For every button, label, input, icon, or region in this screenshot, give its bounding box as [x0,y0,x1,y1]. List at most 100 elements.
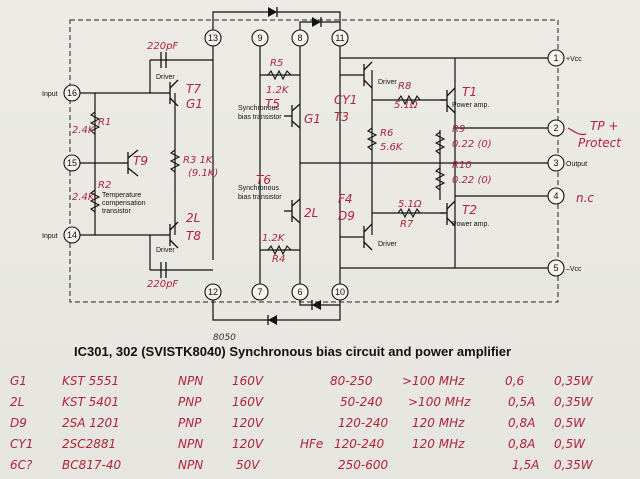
port-vcc-minus: –Vcc [566,266,582,273]
ann-r7-value: 5.1Ω [398,199,422,210]
table-row: G1 KST 5551 NPN 160V 80-250 >100 MHz 0,6… [0,374,640,394]
cell-code: CY1 [10,437,34,451]
cell-type: NPN [178,374,204,388]
cell-part: 2SC2881 [62,437,117,451]
ann-r7: R7 [400,219,414,230]
port-vcc-plus: +Vcc [566,56,582,63]
ann-r4: R4 [272,254,285,265]
label-driver-bottom: Driver [156,247,175,254]
cell-part: KST 5551 [62,374,120,388]
cell-gain: 50-240 [340,395,383,409]
pin-circle [63,154,81,172]
diode-top-2 [312,17,321,27]
cell-type: PNP [178,395,202,409]
cell-code: 2L [10,395,25,409]
pin-12: 12 [208,287,218,297]
ann-r6-value: 5.6K [380,142,404,153]
cell-voltage: 120V [232,416,264,430]
ann-r9-value: 0.22 (0) [452,139,492,150]
cell-ft: >100 MHz [402,374,465,388]
pin-circle [251,29,269,47]
protect-arrow [567,127,587,136]
ann-nc: n.c [576,191,594,205]
cell-hfe: HFe [300,437,324,451]
ann-r1-value: 2.4K [72,125,96,136]
diode-bottom-1 [268,315,277,325]
ann-t5: T5 [265,97,280,111]
ann-cy1: CY1 [334,93,357,107]
pin-circle [204,283,222,301]
cell-type: NPN [178,458,204,472]
pin-circle [63,226,81,244]
table-row: D9 2SA 1201 PNP 120V 120-240 120 MHz 0,8… [0,416,640,436]
cell-type: PNP [178,416,202,430]
pin-circle [251,283,269,301]
ann-r10: R10 [452,160,472,171]
cell-power: 0,5W [554,416,585,430]
ann-r4-value: 1.2K [262,233,286,244]
cell-power: 0,35W [554,458,593,472]
ann-r9: R9 [452,124,465,135]
cell-ic: 1,5A [512,458,540,472]
ann-r10-value: 0.22 (0) [452,175,492,186]
figure-caption: IC301, 302 (SVISTK8040) Synchronous bias… [74,344,512,359]
cell-voltage: 160V [232,374,264,388]
ann-t9: T9 [133,154,148,168]
pin-circle [204,29,222,47]
port-input-bottom: Input [42,233,58,240]
r6-resistor [366,127,378,151]
pin-16: 16 [67,88,77,98]
pin-circle [547,49,565,67]
pin-circle [547,259,565,277]
label-power-amp-bottom: Power amp. [452,221,489,228]
cell-power: 0,35W [554,374,593,388]
cell-code: G1 [10,374,27,388]
port-output: Output [566,161,587,168]
pin-13: 13 [208,33,218,43]
pin-10: 10 [335,287,345,297]
r8-resistor [397,94,421,106]
ann-r6: R6 [380,128,393,139]
ann-f4: F4 [338,192,353,206]
r5-resistor [267,69,292,81]
r3-resistor [169,149,181,173]
cell-ft: 120 MHz [412,437,465,451]
cell-code: D9 [10,416,27,430]
cell-ft: 120 MHz [412,416,465,430]
cell-type: NPN [178,437,204,451]
pin-circle [291,29,309,47]
cell-ic: 0,5A [508,395,536,409]
pin-7: 7 [257,287,262,297]
pin-circle [547,119,565,137]
ann-r5-value: 1.2K [266,85,290,96]
cell-part: KST 5401 [62,395,120,409]
r7-resistor [397,207,421,219]
pin-11: 11 [335,33,344,43]
port-input-top: Input [42,91,58,98]
ann-protect: Protect [578,136,622,150]
schematic-diagram: 16 15 14 13 9 8 11 1 2 3 4 5 12 7 6 10 I… [42,7,622,325]
pin-1: 1 [553,53,558,63]
cell-code: 6C? [10,458,33,472]
pin-circle [331,29,349,47]
cell-gain: 120-240 [338,416,389,430]
cell-voltage: 160V [232,395,264,409]
cell-part: BC817-40 [62,458,122,472]
pin-14: 14 [67,230,77,240]
ann-r3-value: (9.1K) [188,168,218,179]
pin-8: 8 [297,33,302,43]
ann-r8: R8 [398,81,411,92]
ann-t6: T6 [256,173,271,187]
diode-top-1 [268,7,277,17]
r4-resistor [267,244,292,256]
ann-r3: R3 1K [183,155,214,166]
cell-ic: 0,8A [508,416,536,430]
label-driver-t3: Driver [378,79,397,86]
label-power-amp-top: Power amp. [452,102,489,109]
cell-gain: 250-600 [338,458,389,472]
ann-t8: T8 [186,229,201,243]
r2-resistor [89,189,101,213]
pin-3: 3 [553,158,558,168]
